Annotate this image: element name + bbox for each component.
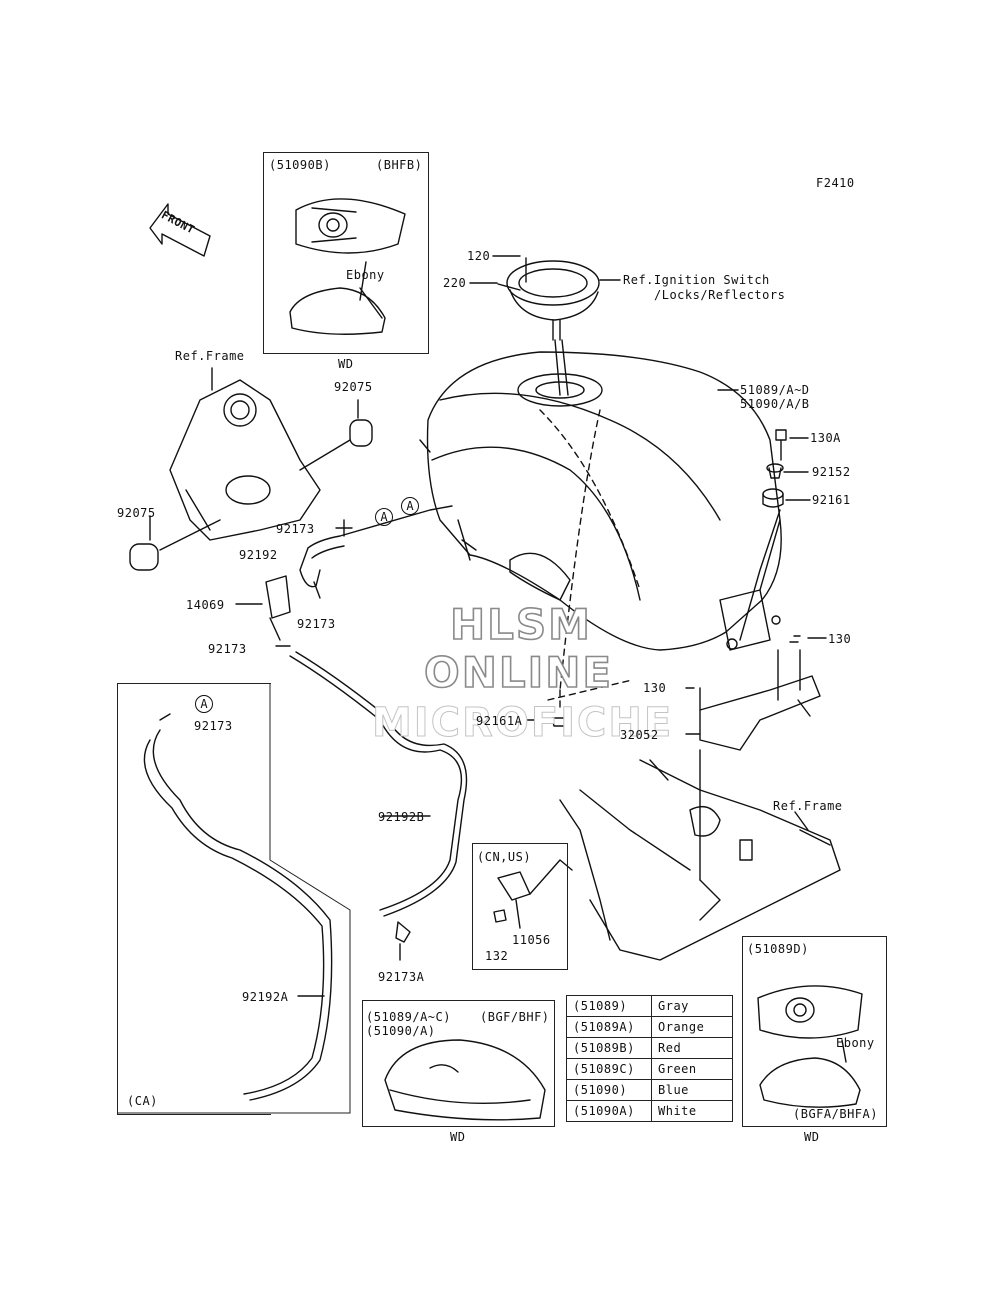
label-ref-ignition-1: Ref.Ignition Switch [623, 273, 770, 287]
color-code: (51089C) [566, 1058, 652, 1080]
frame-rear [559, 749, 841, 961]
color-code: (51089) [566, 995, 652, 1017]
label-220: 220 [443, 276, 467, 290]
inset-51089d-code: (51089D) [747, 942, 809, 956]
inset-ca-circle-a: A [195, 695, 213, 713]
table-row: (51089)Gray [566, 995, 733, 1017]
tank-cover-mid [384, 1039, 546, 1121]
label-92192b: 92192B [378, 810, 425, 824]
color-code: (51090A) [566, 1100, 652, 1122]
label-92173-b: 92173 [297, 617, 336, 631]
label-130-mid: 130 [643, 681, 667, 695]
watermark-line3: MICROFICHE [371, 700, 674, 747]
label-tank-2: 51090/A/B [740, 397, 810, 411]
label-92173-c: 92173 [208, 642, 247, 656]
inset-ca [117, 683, 271, 1115]
bracket-32052 [699, 635, 821, 751]
clamp-92173a [395, 921, 411, 943]
tank-top-view-51089d [757, 985, 863, 1039]
color-name: Green [651, 1058, 733, 1080]
inset-51090b-ebony: Ebony [346, 268, 385, 282]
figure-code: F2410 [816, 176, 855, 190]
inset-51089d [742, 936, 887, 1127]
inset-cnus-132: 132 [485, 949, 509, 963]
grommet-92161 [762, 488, 784, 508]
label-14069: 14069 [186, 598, 225, 612]
table-row: (51090A)White [566, 1100, 733, 1122]
inset-ca-label-92192a: 92192A [242, 990, 289, 1004]
inset-51089d-wd: WD [804, 1130, 820, 1144]
label-92161a: 92161A [476, 714, 523, 728]
label-92173-a: 92173 [276, 522, 315, 536]
damper-92152 [766, 463, 784, 479]
fuel-cap [497, 257, 621, 396]
color-code: (51089B) [566, 1037, 652, 1059]
table-row: (51089B)Red [566, 1037, 733, 1059]
label-92173a: 92173A [378, 970, 425, 984]
inset-cnus-11056: 11056 [512, 933, 551, 947]
inset-51089d-model: (BGFA/BHFA) [793, 1107, 878, 1121]
valve-14069 [265, 575, 291, 641]
color-name: Red [651, 1037, 733, 1059]
front-arrow-icon [149, 203, 211, 257]
damper-92075-left [129, 543, 159, 571]
hose-92192b [289, 651, 468, 917]
inset-51090b-wd: WD [338, 357, 354, 371]
inset-51089-ac-model: (BGF/BHF) [480, 1010, 550, 1024]
tank-cover-ebony-top [289, 261, 386, 335]
watermark-line2: ONLINE [423, 647, 614, 698]
table-row: (51090)Blue [566, 1079, 733, 1101]
label-120: 120 [467, 249, 491, 263]
inset-51089-ac-code1: (51089/A~C) [366, 1010, 451, 1024]
tank-top-view-bhfb [295, 198, 406, 254]
inset-51089d-ebony: Ebony [836, 1036, 875, 1050]
label-32052: 32052 [620, 728, 659, 742]
bracket-11056 [493, 859, 573, 929]
inset-cnus-region: (CN,US) [477, 850, 532, 864]
inset-51090b-code: (51090B) [269, 158, 331, 172]
label-92192: 92192 [239, 548, 278, 562]
color-name: White [651, 1100, 733, 1122]
canister-mount [169, 367, 321, 541]
watermark-line1: HLSM [449, 599, 592, 650]
inset-ca-region: (CA) [127, 1094, 158, 1108]
inset-cnus [472, 843, 568, 970]
inset-51089-ac [362, 1000, 555, 1127]
table-row: (51089A)Orange [566, 1016, 733, 1038]
inset-ca-label-92173: 92173 [194, 719, 233, 733]
circle-a-2: A [401, 497, 419, 515]
label-130-right: 130 [828, 632, 852, 646]
damper-92075-top [349, 419, 373, 447]
hose-92192a [143, 729, 333, 1101]
label-130a: 130A [810, 431, 841, 445]
inset-51089-ac-code2: (51090/A) [366, 1024, 436, 1038]
label-ref-frame-top: Ref.Frame [175, 349, 245, 363]
bolt-130a [775, 429, 787, 461]
table-row: (51089C)Green [566, 1058, 733, 1080]
inset-51089-ac-wd: WD [450, 1130, 466, 1144]
color-name: Gray [651, 995, 733, 1017]
color-name: Orange [651, 1016, 733, 1038]
label-92075-left: 92075 [117, 506, 156, 520]
circle-a-1: A [375, 508, 393, 526]
label-ref-frame-bottom: Ref.Frame [773, 799, 843, 813]
label-ref-ignition-2: /Locks/Reflectors [654, 288, 786, 302]
label-92075-top: 92075 [334, 380, 373, 394]
color-name: Blue [651, 1079, 733, 1101]
tank-cover-ebony-right [759, 1039, 861, 1108]
color-code-table: (51089)Gray (51089A)Orange (51089B)Red (… [566, 995, 733, 1122]
color-code: (51089A) [566, 1016, 652, 1038]
label-92161: 92161 [812, 493, 851, 507]
label-92152: 92152 [812, 465, 851, 479]
fuel-tank [419, 351, 782, 691]
inset-51090b [263, 152, 429, 354]
color-code: (51090) [566, 1079, 652, 1101]
inset-51090b-model: (BHFB) [376, 158, 423, 172]
label-tank-1: 51089/A~D [740, 383, 810, 397]
